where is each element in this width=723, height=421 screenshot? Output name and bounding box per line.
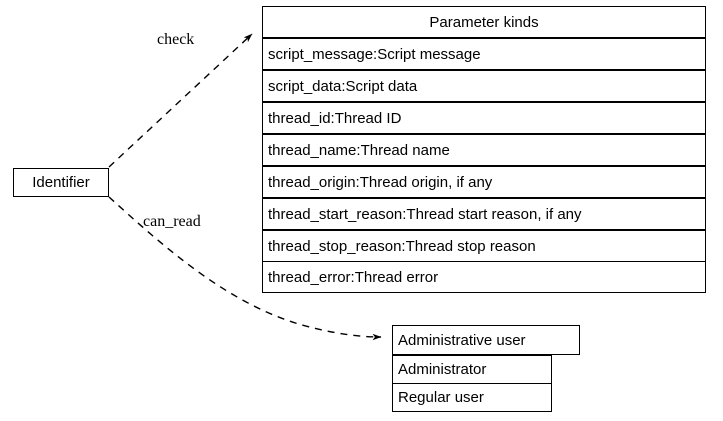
edge-label-can-read: can_read <box>143 213 201 230</box>
parameter-kinds-row[interactable]: thread_origin:Thread origin, if any <box>262 166 706 198</box>
parameter-kinds-row[interactable]: script_data:Script data <box>262 70 706 102</box>
node-identifier-label: Identifier <box>32 174 90 191</box>
parameter-kinds-title: Parameter kinds <box>262 6 706 38</box>
administrative-user-title: Administrative user <box>392 325 580 355</box>
parameter-kinds-row[interactable]: thread_start_reason:Thread start reason,… <box>262 198 706 230</box>
edge-label-check: check <box>157 31 195 48</box>
node-identifier[interactable]: Identifier <box>13 168 109 197</box>
edge-check-line <box>108 33 253 168</box>
parameter-kinds-row[interactable]: thread_stop_reason:Thread stop reason <box>262 230 706 262</box>
parameter-kinds-row[interactable]: thread_name:Thread name <box>262 134 706 166</box>
parameter-kinds-row[interactable]: script_message:Script message <box>262 38 706 70</box>
administrative-user-row[interactable]: Administrator <box>392 355 552 384</box>
parameter-kinds-row[interactable]: thread_error:Thread error <box>262 261 706 293</box>
parameter-kinds-row[interactable]: thread_id:Thread ID <box>262 102 706 134</box>
administrative-user-row[interactable]: Regular user <box>392 383 552 412</box>
